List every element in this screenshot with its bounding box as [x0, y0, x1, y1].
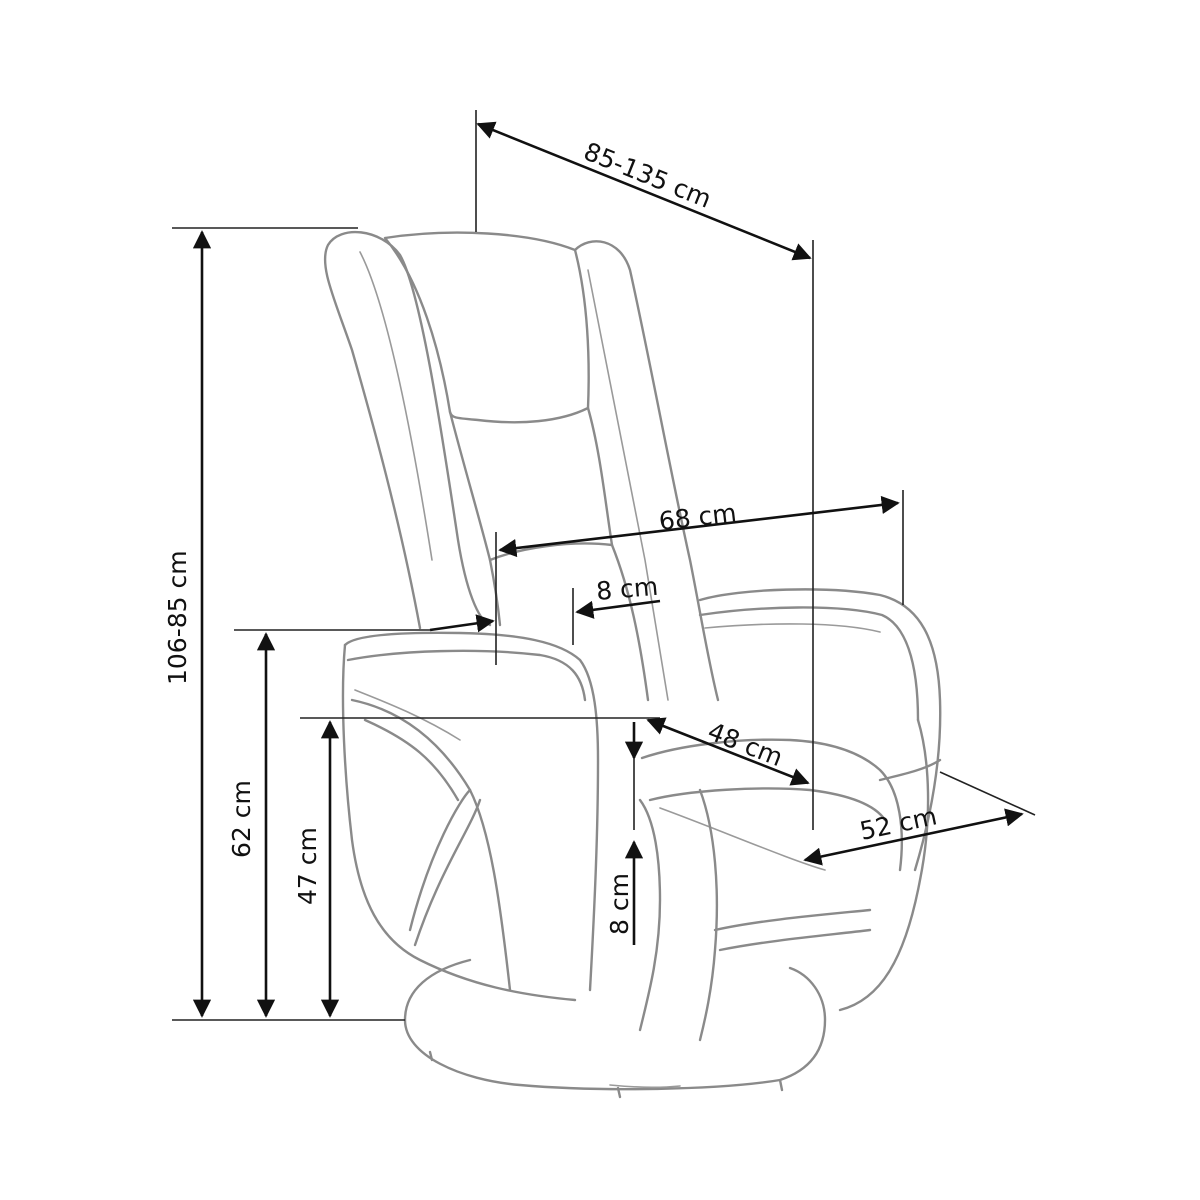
total-width-arrow: [498, 495, 900, 558]
total-width-label: 68 cm: [657, 498, 738, 536]
cushion-thickness-label: 8 cm: [605, 873, 634, 935]
depth-range-label: 85-135 cm: [580, 137, 716, 214]
depth-range-arrow: [476, 121, 812, 261]
dimension-annotations: 85-135 cm 106-85 cm 68 cm 8 cm 62 cm 47 …: [163, 110, 1036, 1021]
seat-depth-label: 48 cm: [704, 717, 787, 773]
recliner-chair-drawing: [323, 230, 942, 1099]
seat-height-label: 47 cm: [293, 827, 322, 905]
seat-depth-arrow: [646, 717, 810, 786]
seat-width-extension: [939, 771, 1036, 816]
armrest-width-arrow-left: [429, 614, 495, 633]
armrest-height-label: 62 cm: [227, 780, 256, 858]
armrest-width-label: 8 cm: [595, 572, 659, 606]
seat-width-arrow: [803, 808, 1024, 866]
armrest-width-arrow-right: [575, 599, 661, 619]
height-range-label: 106-85 cm: [163, 550, 192, 685]
